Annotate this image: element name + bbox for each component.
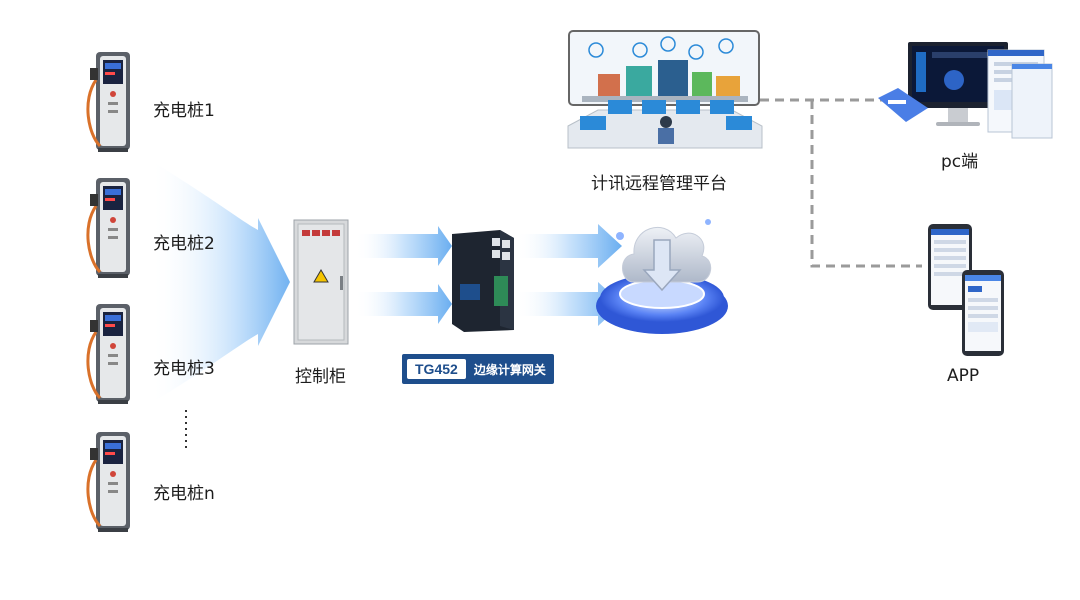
charger-n-label: 充电桩n <box>153 484 215 504</box>
gateway-device <box>452 230 514 332</box>
management-platform-illustration <box>567 30 763 149</box>
charger-n <box>86 432 130 532</box>
cabinet-to-gateway-arrow-2 <box>355 284 452 324</box>
app-label: APP <box>947 366 980 386</box>
charger-3-label: 充电桩3 <box>153 359 215 379</box>
control-cabinet <box>293 219 349 345</box>
charger-to-cabinet-arrow <box>150 160 290 404</box>
gateway-model: TG452 <box>407 359 466 379</box>
pc-label: pc端 <box>941 152 979 172</box>
gateway-badge: TG452 边缘计算网关 <box>402 354 554 384</box>
charger-2 <box>86 178 130 278</box>
gateway-to-cloud-arrow-2 <box>515 282 622 326</box>
charger-1-label: 充电桩1 <box>153 101 215 121</box>
charger-1 <box>86 52 130 152</box>
cloud-platform <box>596 219 728 334</box>
pc-illustration <box>878 42 1053 139</box>
charger-3 <box>86 304 130 404</box>
cabinet-label: 控制柜 <box>295 367 346 387</box>
platform-label: 计讯远程管理平台 <box>591 174 727 194</box>
charger-2-label: 充电桩2 <box>153 234 215 254</box>
cabinet-to-gateway-arrow-1 <box>355 226 452 266</box>
app-phones-illustration <box>928 224 1004 356</box>
gateway-to-cloud-arrow-1 <box>515 224 622 268</box>
gateway-desc: 边缘计算网关 <box>473 362 546 377</box>
